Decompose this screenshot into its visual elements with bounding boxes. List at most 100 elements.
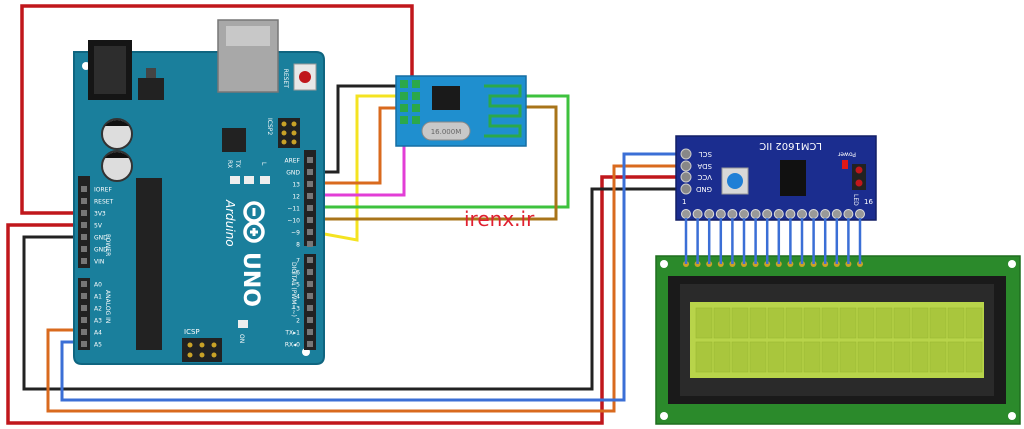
radio-chip (432, 86, 460, 110)
i2c-pin-gnd: GND (696, 185, 712, 193)
pin-label: 3V3 (94, 211, 106, 218)
i2c-pin-scl: SCL (699, 150, 712, 158)
lcd-module (655, 255, 1021, 425)
header-pin (81, 210, 87, 216)
pin-label: A4 (94, 330, 102, 337)
header-pin (307, 205, 313, 211)
header-pin (81, 186, 87, 192)
header-pin (307, 293, 313, 299)
lcd-cell (911, 307, 929, 339)
header-pin (81, 329, 87, 335)
lcd-cell (731, 307, 749, 339)
pcf8574-chip (780, 160, 806, 196)
header-pin (307, 257, 313, 263)
pin-label: 4 (296, 294, 300, 301)
icsp2-header: ICSP2 (266, 118, 300, 148)
header-pin (81, 341, 87, 347)
header-pin (704, 209, 715, 219)
wire-yellow (307, 94, 402, 242)
lcd-cell (965, 341, 983, 373)
header-pin (307, 157, 313, 163)
pin-label: 12 (292, 194, 300, 201)
lcd-cell (857, 341, 875, 373)
led-l (260, 176, 270, 184)
wire-orange-sda (46, 164, 684, 413)
header-pin (81, 198, 87, 204)
header-pin (797, 209, 807, 219)
header-pin (307, 229, 313, 235)
pin-label: RX◂0 (285, 342, 300, 349)
header-pin (855, 209, 865, 219)
pin-label: 7 (296, 258, 300, 265)
pin-label: ~11 (287, 206, 300, 213)
pin-label: A2 (94, 306, 102, 313)
pin-label: 8 (296, 242, 300, 249)
header-pin (307, 241, 313, 247)
pin-label: GND (94, 235, 108, 242)
header-pin (307, 217, 313, 223)
header-pin (307, 269, 313, 275)
lcd-cell (695, 307, 713, 339)
header-pin (307, 181, 313, 187)
lcd-cell (803, 341, 821, 373)
arduino-uno-board: RESET ICSP2 TX RX L (73, 19, 325, 365)
lcd-cell (839, 341, 857, 373)
lcd-cell (965, 307, 983, 339)
lcd-cell (695, 341, 713, 373)
lcd-cell (731, 341, 749, 373)
watermark: irenx.ir (464, 207, 535, 231)
atmega-chip (136, 178, 162, 350)
radio-module: 16.000M (395, 75, 527, 147)
pcb-antenna (484, 84, 522, 138)
brand-label: Arduino (223, 199, 237, 247)
header-pin (681, 209, 691, 219)
header-pin (81, 258, 87, 264)
header-pin (808, 209, 819, 219)
radio-crystal (421, 121, 471, 141)
i2c-backpack: SCL SDA VCC GND LCM1602 IIC Power LED 1 … (675, 135, 877, 221)
pin-label: ~10 (287, 218, 300, 225)
lcd-cell (713, 341, 731, 373)
lcd-cell (821, 341, 839, 373)
wire-orange-13 (308, 106, 402, 185)
header-pin (307, 317, 313, 323)
header-pin (81, 281, 87, 287)
i2c-pin-vcc: VCC (697, 173, 712, 181)
led-on (238, 320, 248, 328)
capacitor (101, 150, 133, 182)
power-led (842, 160, 848, 169)
lcd-cell (713, 307, 731, 339)
lcd-cell (767, 307, 785, 339)
header-pin (81, 293, 87, 299)
header-pin (307, 341, 313, 347)
header-pin (727, 209, 738, 219)
icsp-header: ICSP (182, 328, 222, 362)
i2c-header-pins (680, 148, 692, 195)
pin-label: AREF (284, 158, 300, 165)
pin-label: IOREF (94, 187, 112, 194)
i2c-title: LCM1602 IIC (759, 140, 822, 151)
led-tx (230, 176, 240, 184)
led-rx (244, 176, 254, 184)
lcd-cell (749, 341, 767, 373)
pin-label: GND (286, 170, 300, 177)
wire-black-gnd (22, 187, 684, 391)
pin-label: ~9 (291, 230, 300, 237)
header-pin (739, 209, 749, 219)
model-label: UNO (238, 252, 263, 307)
lcd-cell (929, 307, 947, 339)
header-pin (750, 209, 761, 219)
lcd-cell (875, 341, 893, 373)
header-pin (715, 209, 726, 219)
pin-label: A1 (94, 294, 102, 301)
pin-label: ~6 (291, 270, 300, 277)
lcd-cell (875, 307, 893, 339)
capacitor (101, 118, 133, 150)
lcd-cell (947, 307, 965, 339)
arduino-logo (243, 201, 265, 243)
power-led-label: Power (837, 151, 856, 158)
